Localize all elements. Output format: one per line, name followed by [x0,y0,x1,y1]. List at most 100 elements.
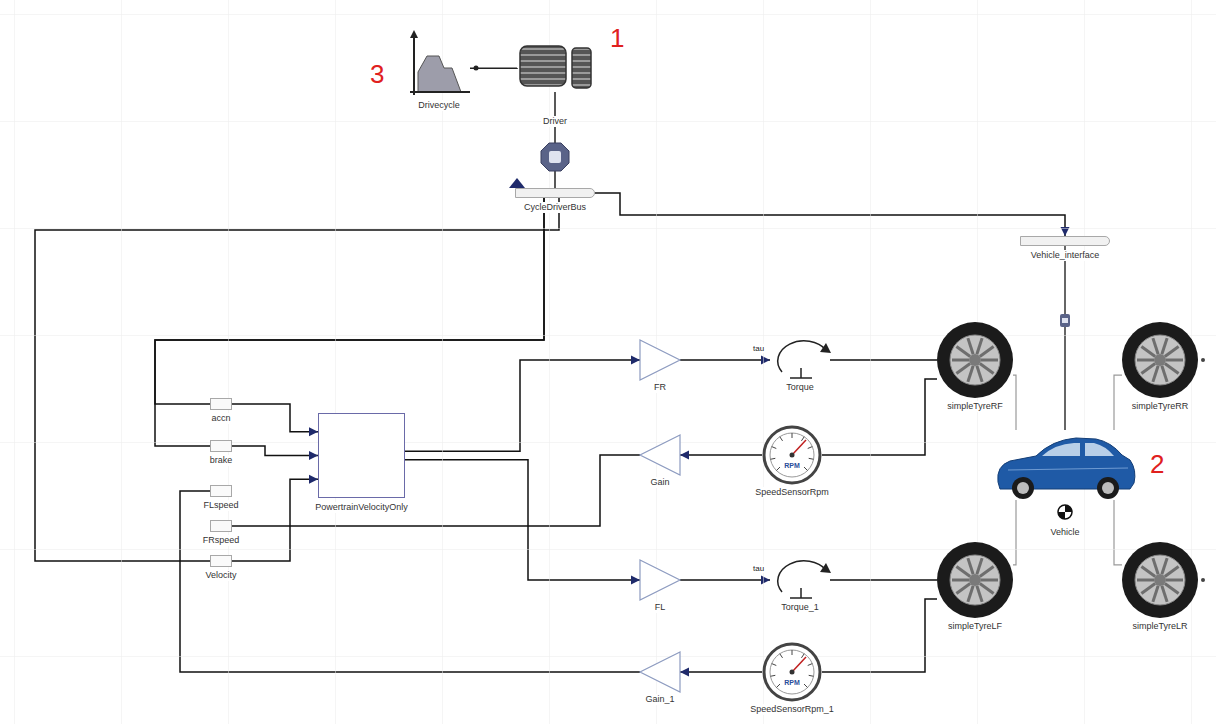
tyre-model: simpleTyreLF [937,542,1013,618]
component-name: FL [653,602,668,613]
gauge-ticks [809,458,814,460]
speed-sensor-gauge [770,650,814,694]
speed-sensor-gauge [764,427,820,700]
car-illustration [1012,477,1034,499]
tyre-spokes [1153,586,1158,602]
centre-of-gravity [1058,505,1072,519]
tyre-spokes [1162,366,1167,382]
bus-bar: Vehicle_interface [1020,236,1110,246]
car-illustration [1102,482,1114,494]
tyre-spokes [980,364,994,374]
gain-block: FL [640,560,680,600]
tyre-spokes [1165,346,1179,356]
tyre-spokes [956,364,970,374]
gauge-ticks [801,437,804,441]
speed-sensor-gauge [764,644,820,700]
tyre-spokes [980,584,994,594]
gauge-ticks [804,684,808,688]
tyre-spokes [1153,558,1158,574]
tyre-spokes [1141,566,1155,576]
component-name: Vehicle [1048,527,1081,538]
car-illustration [998,438,1135,499]
tyre-spokes [1162,586,1167,602]
speed-sensor-gauge [764,427,820,483]
drivecycle-icon [474,66,479,71]
component-name: CycleDriverBus [522,202,588,213]
speed-sensor-gauge [770,433,814,477]
speed-sensor-gauge [790,453,795,458]
port-label: tau [752,344,765,353]
tyre-spokes [1141,364,1155,374]
component-name: SpeedSensorRpm_1 [748,704,836,715]
tyre-spokes [1137,359,1154,362]
drivecycle-icon [410,91,470,93]
component-name: PowertrainVelocityOnly [313,502,410,513]
gauge-ticks [804,467,808,471]
tyre-spokes [1166,579,1183,582]
car-illustration [1085,443,1114,456]
torque-source-icon [778,561,826,592]
gauge-ticks [792,650,793,655]
tyre-icon [1135,335,1185,385]
tyre-icon [1122,542,1198,618]
tyre-spokes [1165,584,1179,594]
tyre-spokes [1165,364,1179,374]
tyre-icon [937,322,1205,618]
tyre-icon [937,322,1013,398]
tyre-spokes [952,579,969,582]
speed-sensor-gauge [792,657,806,672]
tyre-spokes [980,566,994,576]
gain-triangle [640,560,680,600]
component-name: FRspeed [201,535,242,546]
component-name: Vehicle_interface [1029,250,1102,261]
bus-connector-icon [509,178,525,188]
gain-triangle [640,340,680,380]
drivecycle-icon [418,56,461,92]
bus-connector-icon [1060,314,1070,327]
tyre-icon [1201,578,1205,582]
tyre-hub [969,354,1166,586]
pedals-icon [572,48,591,88]
component-name: Torque [784,382,816,393]
component-name: Gain [648,477,671,488]
centre-of-gravity [1058,505,1072,519]
tyre-hub [1154,354,1166,366]
gain-block: Gain_1 [640,652,680,692]
driver-model: Driver [517,38,593,92]
gauge-ticks [808,447,813,449]
component-name: simpleTyreLR [1130,621,1189,632]
car-illustration [1042,443,1080,456]
signal-block: FRspeed [210,520,232,532]
pedals-icon [520,46,566,86]
component-name: simpleTyreLF [946,621,1004,632]
gauge-ticks [808,664,813,666]
torque-source: Torque_1 [770,560,830,600]
gauge-ticks [770,458,775,460]
tyre-spokes [977,558,982,574]
gauge-unit: RPM [784,679,800,687]
tyre-spokes [977,338,982,354]
component-name: SpeedSensorRpm [753,487,831,498]
component-name: simpleTyreRF [945,401,1005,412]
tyre-spokes [1141,346,1155,356]
tyre-hub [969,574,981,586]
torque-source-icon [800,368,802,378]
tyre-spokes [1137,579,1154,582]
bus-connector-icon [509,143,569,188]
signal-block: brake [210,440,232,452]
component-name: FLspeed [201,500,240,511]
tyre-spokes [952,359,969,362]
bus-connector-icon [541,143,569,171]
tyre-spokes [1153,366,1158,382]
powertrain-block: PowertrainVelocityOnly [318,413,405,498]
tyre-icon [1135,555,1185,605]
speed-sensor: SpeedSensorRpm_1 [762,642,822,702]
speed-sensor-gauge [792,440,806,455]
torque-source-icon [820,343,831,353]
tyre-spokes [981,579,998,582]
tyre-model: simpleTyreRR [1122,322,1198,398]
speed-sensor-gauge [790,670,795,675]
